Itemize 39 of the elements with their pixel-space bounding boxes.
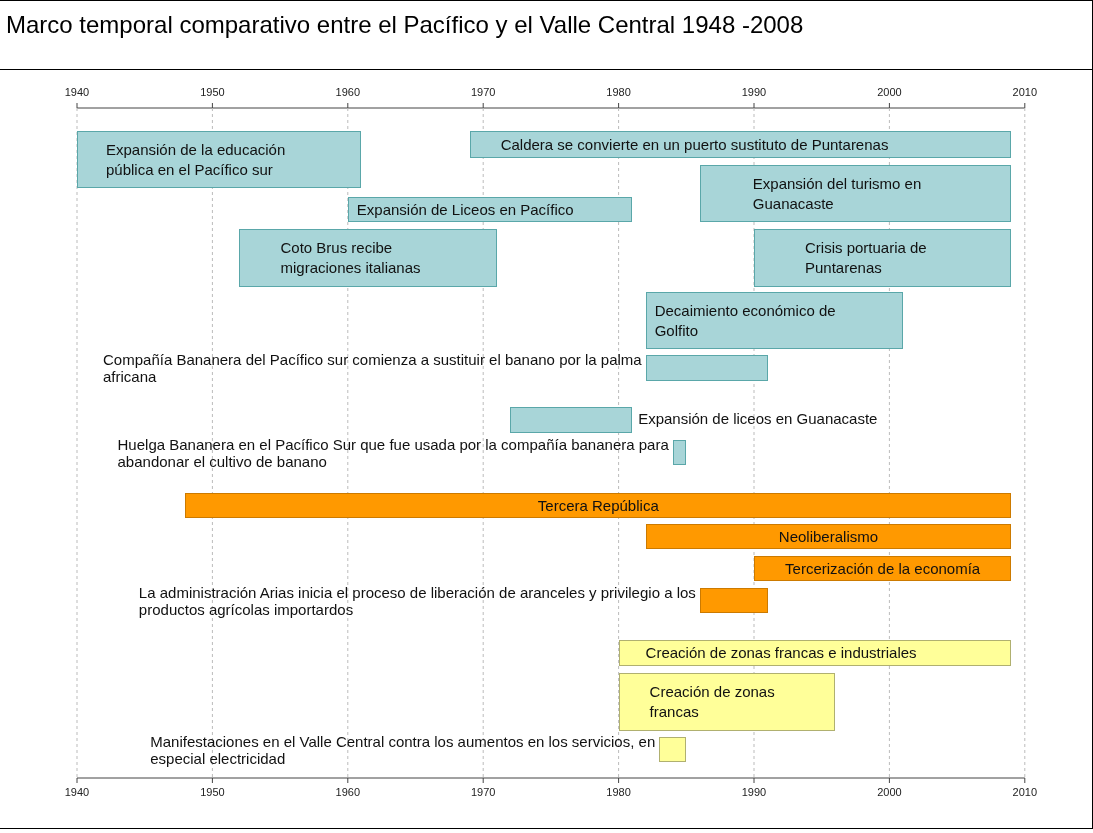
year-label: 2000 bbox=[876, 86, 903, 98]
timeline-bar: Neoliberalismo bbox=[645, 524, 1012, 549]
year-label: 1990 bbox=[740, 786, 768, 798]
year-label: 1980 bbox=[605, 86, 632, 98]
timeline-bar: Creación de zonas francas bbox=[618, 673, 836, 731]
year-label: 1950 bbox=[199, 786, 226, 798]
event-label: La administración Arias inicia el proceso de liberación de aranceles y privilegio a los productos agrícolas importardos bbox=[138, 584, 697, 618]
year-label: 1940 bbox=[63, 86, 91, 98]
year-label: 2000 bbox=[876, 786, 903, 798]
timeline-bar: Creación de zonas francas e industriales bbox=[618, 640, 1012, 666]
timeline-bar: Expansión del turismo en Guanacaste bbox=[699, 165, 1012, 222]
timeline-bar bbox=[510, 407, 633, 433]
timeline-bar: Expansión de Liceos en Pacífico bbox=[347, 197, 633, 222]
timeline-bar bbox=[672, 440, 687, 465]
timeline-bar: Expansión de la educación pública en el Pacífico sur bbox=[77, 131, 362, 188]
timeline-bar bbox=[659, 737, 687, 762]
year-label: 2010 bbox=[1011, 786, 1039, 798]
year-label: 2010 bbox=[1011, 86, 1039, 98]
year-label: 1980 bbox=[605, 786, 632, 798]
event-label: Compañía Bananera del Pacífico sur comienza a sustituir el banano por la palma africana bbox=[103, 351, 643, 385]
year-label: 1970 bbox=[469, 786, 497, 798]
year-label: 1960 bbox=[334, 86, 362, 98]
event-label: Manifestaciones en el Valle Central contra los aumentos en los servicios, en especial electricidad bbox=[150, 733, 657, 767]
year-label: 1960 bbox=[334, 786, 362, 798]
year-label: 1970 bbox=[469, 86, 497, 98]
year-label: 1950 bbox=[199, 86, 226, 98]
timeline-bar: Coto Brus recibe migraciones italianas bbox=[239, 229, 497, 287]
year-label: 1940 bbox=[63, 786, 91, 798]
timeline-bar: Crisis portuaria de Puntarenas bbox=[754, 229, 1012, 287]
timeline-bar: Tercera República bbox=[185, 493, 1012, 518]
timeline-bar: Decaimiento económico de Golfito bbox=[645, 292, 903, 349]
timeline-bar: Tercerización de la economía bbox=[754, 556, 1012, 581]
event-label: Huelga Bananera en el Pacífico Sur que fue usada por la compañía bananera para abandonar el cultivo de banano bbox=[117, 436, 670, 470]
timeline-bar: Caldera se convierte en un puerto sustituto de Puntarenas bbox=[469, 131, 1012, 158]
timeline-bar bbox=[645, 355, 768, 381]
event-label: Expansión de liceos en Guanacaste bbox=[638, 410, 879, 427]
year-label: 1990 bbox=[740, 86, 768, 98]
title-bar: Marco temporal comparativo entre el Pacífico y el Valle Central 1948 -2008 bbox=[0, 0, 1093, 70]
timeline-bar bbox=[699, 588, 768, 613]
